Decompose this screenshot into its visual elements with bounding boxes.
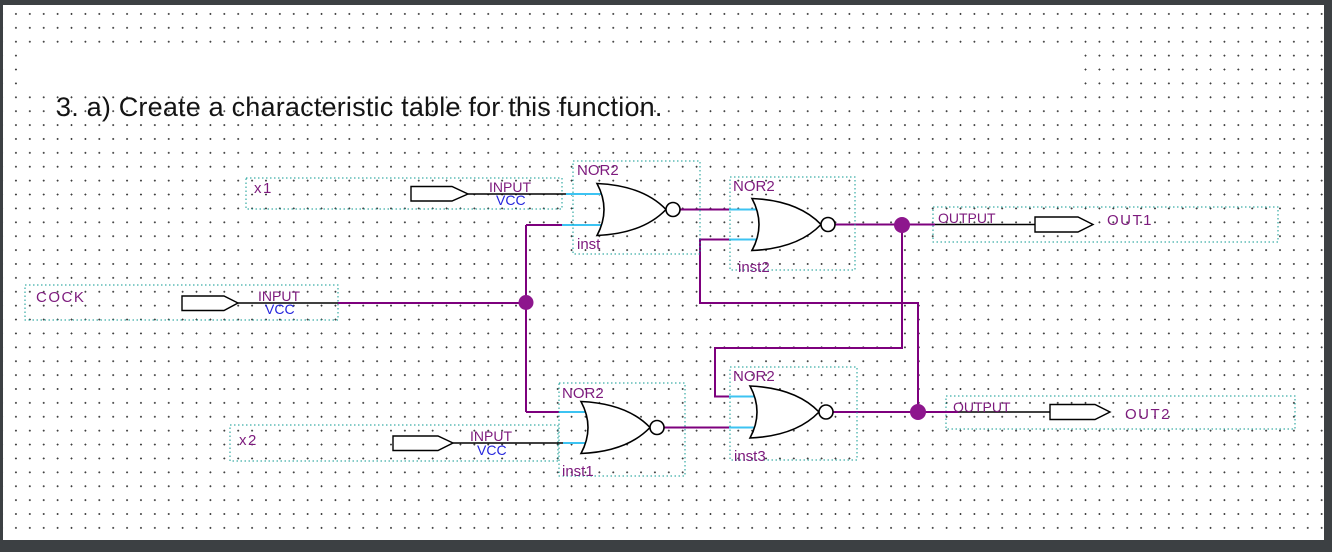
gate-instance-label: inst1	[562, 463, 594, 480]
inverter-bubble-icon	[665, 201, 681, 218]
input-pin-x2[interactable]	[229, 424, 565, 462]
selection-box-x2	[229, 424, 559, 462]
gate-inst[interactable]	[572, 160, 701, 255]
pin-value-label: VCC	[477, 442, 507, 458]
input-pin-arrow-icon	[392, 435, 455, 452]
pin-label-cock: COCK	[36, 289, 86, 306]
title-text-box[interactable]: 3. a) Create a characteristic table for …	[20, 44, 1082, 121]
net-feedback-out2-to-inst2-in2[interactable]	[699, 238, 919, 412]
pin-label-out1: OUT1	[1107, 212, 1154, 229]
pin-label-x1: x1	[254, 180, 273, 197]
selection-box-out2	[945, 395, 1296, 430]
junction-dot-out2	[910, 404, 926, 420]
gate-instance-label: inst3	[734, 448, 766, 465]
input-pin-x1[interactable]	[245, 177, 568, 210]
pin-type-label: INPUT	[258, 288, 300, 304]
input-pin-arrow-icon	[410, 185, 470, 202]
nets	[338, 208, 958, 429]
page-title: 3. a) Create a characteristic table for …	[56, 92, 663, 122]
selection-box-inst1	[558, 382, 686, 477]
selection-box-inst3	[729, 366, 858, 461]
nor-gate-body-icon	[748, 385, 821, 439]
input-pin-arrow-icon	[181, 295, 240, 312]
gate-type-label: NOR2	[733, 368, 775, 385]
output-pin-arrow-icon	[1049, 403, 1112, 421]
junction-dot-out1	[894, 217, 910, 233]
pin-type-label: OUTPUT	[953, 399, 1011, 415]
gate-type-label: NOR2	[562, 385, 604, 402]
gate-type-label: NOR2	[733, 178, 775, 195]
junction-dot-clock	[518, 295, 534, 310]
pin-type-label: INPUT	[489, 179, 531, 195]
gate-inst2[interactable]	[729, 176, 856, 271]
pin-label-out2: OUT2	[1125, 406, 1172, 423]
gate-inst1[interactable]	[558, 382, 686, 477]
gate-instance-label: inst	[577, 236, 601, 253]
pin-type-label: OUTPUT	[938, 210, 996, 226]
selection-box-cock	[24, 284, 339, 321]
inverter-bubble-icon	[818, 404, 834, 420]
gate-instance-label: inst2	[738, 259, 770, 276]
schematic-canvas[interactable]	[3, 5, 1324, 540]
pin-type-label: INPUT	[470, 428, 512, 444]
output-pin-arrow-icon	[1034, 216, 1095, 233]
gate-type-label: NOR2	[577, 162, 619, 179]
input-pin-cock[interactable]	[24, 284, 339, 321]
selection-box-out1	[932, 206, 1279, 243]
nor-gate-body-icon	[750, 197, 823, 252]
pin-label-x2: x2	[239, 432, 258, 449]
net-feedback-out1-to-inst3-in1[interactable]	[714, 225, 903, 398]
inverter-bubble-icon	[649, 419, 665, 436]
output-pin-out2[interactable]	[945, 395, 1296, 430]
selection-box-inst	[572, 160, 701, 255]
gate-inst3[interactable]	[729, 366, 858, 461]
pin-value-label: VCC	[265, 301, 295, 317]
selection-box-inst2	[729, 176, 856, 271]
selection-box-x1	[245, 177, 563, 210]
nor-gate-body-icon	[595, 182, 668, 237]
inverter-bubble-icon	[820, 216, 836, 233]
nor-gate-body-icon	[579, 400, 652, 455]
output-pin-out1[interactable]	[932, 206, 1279, 243]
pin-value-label: VCC	[496, 192, 526, 208]
